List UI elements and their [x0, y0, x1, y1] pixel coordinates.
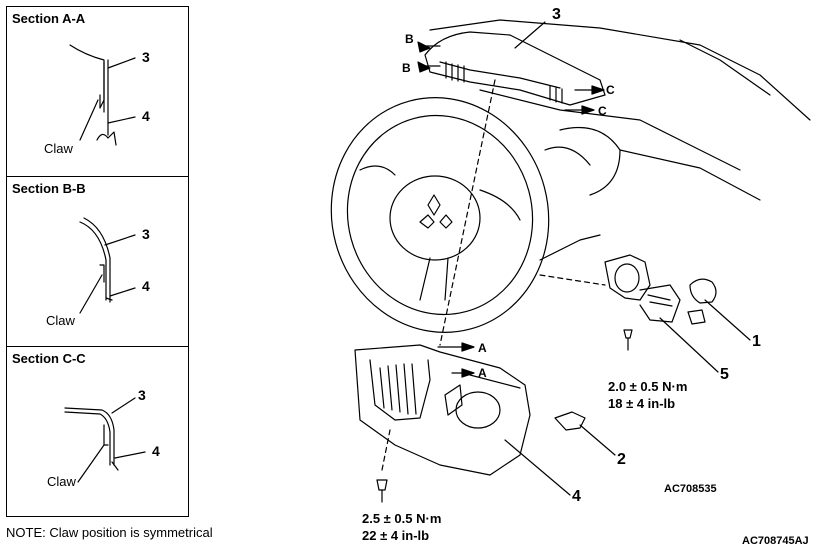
torque-lower-metric: 2.5 ± 0.5 N·m [362, 511, 442, 526]
dashboard-outline [429, 19, 811, 261]
section-marker-c-top: C [606, 83, 615, 97]
section-c-c-part-4: 4 [152, 443, 160, 459]
section-b-b-profile [79, 217, 136, 314]
callout-3: 3 [552, 6, 561, 23]
fasteners [376, 329, 633, 503]
section-marker-a-top: A [478, 341, 487, 355]
callout-2: 2 [617, 451, 626, 468]
torque-upper-metric: 2.0 ± 0.5 N·m [608, 379, 688, 394]
section-c-c-claw-label: Claw [47, 474, 76, 489]
section-b-b-title: Section B-B [12, 181, 86, 196]
callout-leaders [504, 21, 751, 496]
callout-1: 1 [752, 333, 761, 350]
callout-4: 4 [572, 488, 581, 505]
torque-upper-imperial: 18 ± 4 in-lb [608, 396, 676, 411]
section-marker-c-bottom: C [598, 104, 607, 118]
section-marker-b-bottom: B [402, 61, 411, 75]
section-b-b-part-3: 3 [142, 226, 150, 242]
section-b-b-part-4: 4 [142, 278, 150, 294]
section-a-a-part-3: 3 [142, 49, 150, 65]
figure-code-inner: AC708535 [664, 483, 717, 495]
torque-lower-imperial: 22 ± 4 in-lb [362, 528, 430, 543]
figure-code-outer: AC708745AJ [742, 535, 809, 547]
assembly-dashed-lines [381, 79, 606, 471]
callout-5: 5 [720, 366, 729, 383]
section-c-c-part-3: 3 [138, 387, 146, 403]
torque-spec-lower: 2.5 ± 0.5 N·m 22 ± 4 in-lb [362, 510, 441, 544]
section-marker-a-bottom: A [478, 366, 487, 380]
switch-assembly [604, 254, 717, 325]
section-c-c-title: Section C-C [12, 351, 86, 366]
section-a-a-claw-label: Claw [44, 141, 73, 156]
section-c-c-panel: Section C-C [6, 346, 189, 517]
claw-position-note: NOTE: Claw position is symmetrical [6, 525, 213, 540]
section-a-a-profile [69, 44, 136, 146]
section-a-a-title: Section A-A [12, 11, 86, 26]
section-arrows [417, 41, 605, 378]
lower-column-cover [354, 344, 531, 476]
upper-column-cover [424, 31, 606, 106]
section-b-b-claw-label: Claw [46, 313, 75, 328]
section-a-a-panel: Section A-A [6, 6, 189, 177]
section-marker-b-top: B [405, 32, 414, 46]
steering-wheel [330, 97, 550, 333]
section-c-c-profile [64, 397, 146, 483]
section-a-a-part-4: 4 [142, 108, 150, 124]
torque-spec-upper: 2.0 ± 0.5 N·m 18 ± 4 in-lb [608, 378, 687, 412]
section-b-b-panel: Section B-B [6, 176, 189, 347]
